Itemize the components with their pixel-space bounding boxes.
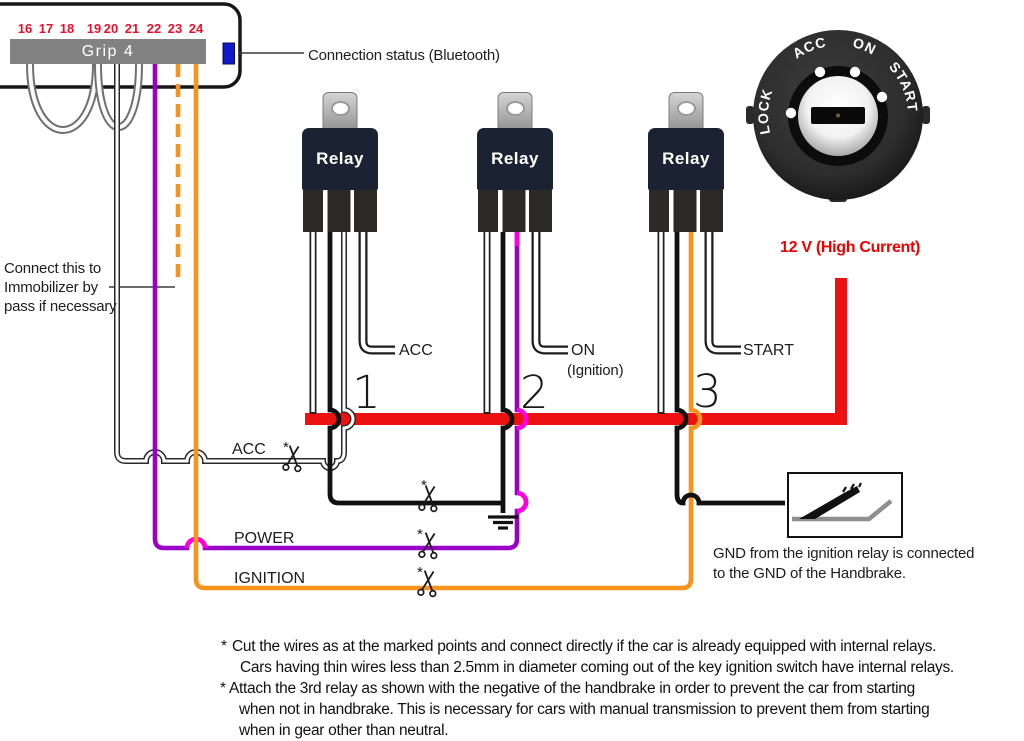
relay-label: Relay — [316, 149, 364, 168]
relay-1-output-label: ACC — [399, 342, 433, 359]
relay-label: Relay — [491, 149, 539, 168]
relay-mounting-tab — [497, 92, 533, 133]
relay-1-number: 1 — [352, 366, 381, 419]
key-position-dots — [785, 66, 888, 119]
relay-tab-hole — [505, 101, 525, 116]
pin-number-23: 23 — [167, 21, 183, 36]
relay-mounting-tab — [668, 92, 704, 133]
ignition-wire — [193, 64, 703, 591]
relay-body: Relay — [302, 128, 378, 190]
relay-output-wires — [358, 232, 741, 355]
pin-number-21: 21 — [124, 21, 140, 36]
pin-number-22: 22 — [146, 21, 162, 36]
cut-marker: * — [283, 439, 289, 456]
relay-base — [649, 190, 723, 232]
key-switch: LOCK ACC ON START — [746, 30, 930, 202]
relay-mounting-tab — [322, 92, 358, 133]
handbrake-box — [787, 472, 903, 538]
pin-number-20: 20 — [103, 21, 119, 36]
relay-label: Relay — [662, 149, 710, 168]
relay-1: Relay — [302, 92, 378, 232]
relay-tab-hole — [676, 101, 696, 116]
relay-2-output-label: ON — [571, 342, 595, 359]
key-switch-tab — [922, 106, 930, 124]
connection-status-label: Connection status (Bluetooth) — [308, 47, 500, 64]
footnote-1-line-2: Cars having thin wires less than 2.5mm i… — [240, 659, 954, 676]
pin-number-24: 24 — [188, 21, 204, 36]
relay-3-output-label: START — [743, 342, 794, 359]
relay-3-number: 3 — [693, 365, 722, 418]
cut-marker: * — [417, 526, 423, 543]
footnote-2-line-2: when not in handbrake. This is necessary… — [239, 701, 930, 718]
cut-asterisks: * * * * — [283, 439, 427, 581]
power-wire-label: POWER — [234, 530, 295, 547]
ignition-wire-label: IGNITION — [234, 570, 306, 587]
acc-wire-label: ACC — [232, 441, 266, 458]
relay2-ground-wire — [500, 232, 515, 513]
high-current-bus-wire — [305, 278, 847, 425]
relay-base — [303, 190, 377, 232]
footnote-2-line-3: when in gear other than neutral. — [239, 722, 449, 739]
key-switch-tab — [746, 106, 754, 124]
relay-2: Relay — [477, 92, 553, 232]
relay-tab-hole — [330, 101, 350, 116]
grip-connector: Grip 4 — [10, 39, 206, 64]
relay-2-output-sublabel: (Ignition) — [567, 362, 624, 379]
grip-label: Grip 4 — [81, 42, 135, 60]
footnote-1-line-1: Cut the wires as at the marked points an… — [232, 638, 937, 655]
relay-12v-pins — [309, 232, 665, 414]
acc-wire — [114, 64, 356, 471]
footnote-marker: * — [221, 638, 227, 655]
cut-marker: * — [421, 477, 427, 494]
handbrake-icon — [792, 482, 893, 522]
bluetooth-led-icon — [222, 42, 235, 65]
pin-number-16: 16 — [17, 21, 33, 36]
pin-number-19: 19 — [86, 21, 102, 36]
relay-base — [478, 190, 552, 232]
relay1-ground-wire — [327, 232, 503, 506]
relay3-handbrake-wire — [674, 232, 785, 506]
pin-number-17: 17 — [38, 21, 54, 36]
relay-2-number: 2 — [520, 366, 549, 419]
footnote-marker: * — [220, 680, 226, 697]
relay-3: Relay — [648, 92, 724, 232]
high-current-label: 12 V (High Current) — [780, 239, 921, 256]
cut-marker: * — [417, 564, 423, 581]
pin-number-18: 18 — [59, 21, 75, 36]
relay-body: Relay — [477, 128, 553, 190]
handbrake-gnd-note: GND from the ignition relay is connected… — [713, 545, 975, 582]
relay-body: Relay — [648, 128, 724, 190]
footnote-2-line-1: Attach the 3rd relay as shown with the n… — [229, 680, 915, 697]
ground-icon — [488, 515, 518, 530]
immobilizer-note: Connect this to Immobilizer by pass if n… — [4, 260, 117, 315]
